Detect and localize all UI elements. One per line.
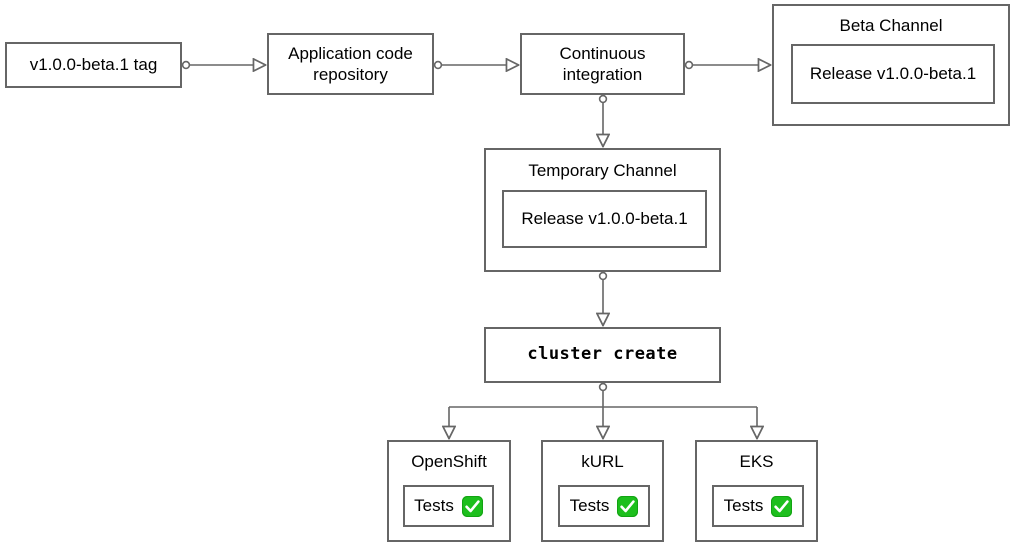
openshift-tests-box[interactable]: Tests [403,485,494,527]
group-kurl[interactable]: kURL Tests [541,440,664,542]
group-openshift-title: OpenShift [411,452,487,471]
kurl-tests-label: Tests [569,496,610,515]
group-kurl-title: kURL [581,452,624,471]
node-continuous-integration[interactable]: Continuous integration [520,33,685,95]
temporary-channel-release-label: Release v1.0.0-beta.1 [521,209,688,228]
beta-channel-release-box[interactable]: Release v1.0.0-beta.1 [791,44,995,104]
openshift-tests-label: Tests [414,496,454,515]
green-check-icon [771,495,793,517]
group-eks[interactable]: EKS Tests [695,440,818,542]
group-temporary-channel-title: Temporary Channel [528,161,677,180]
node-application-code-repository[interactable]: Application code repository [267,33,434,95]
connector-ci-to-temporary-channel [600,94,607,147]
group-eks-title: EKS [739,452,774,471]
node-cluster-create[interactable]: cluster create [484,327,721,383]
green-check-icon [461,495,483,517]
group-temporary-channel[interactable]: Temporary Channel Release v1.0.0-beta.1 [484,148,721,272]
node-application-code-repository-label: Application code repository [288,43,413,84]
beta-channel-release-label: Release v1.0.0-beta.1 [809,64,977,83]
connector-ci-to-beta-channel [684,62,771,69]
green-check-icon [617,495,639,517]
node-cluster-create-label: cluster create [527,344,678,365]
node-version-tag-label: v1.0.0-beta.1 tag [29,55,158,75]
eks-tests-label: Tests [723,496,764,515]
group-beta-channel[interactable]: Beta Channel Release v1.0.0-beta.1 [772,4,1010,126]
eks-tests-box[interactable]: Tests [712,485,804,527]
node-continuous-integration-label: Continuous integration [559,43,646,84]
connector-tag-to-repo [181,62,266,69]
kurl-tests-box[interactable]: Tests [558,485,650,527]
connector-repo-to-ci [433,62,519,69]
connector-temporary-channel-to-cluster-create [600,271,607,326]
group-openshift[interactable]: OpenShift Tests [387,440,511,542]
connector-cluster-create-to-targets [449,382,757,439]
group-beta-channel-title: Beta Channel [839,16,943,35]
node-version-tag[interactable]: v1.0.0-beta.1 tag [5,42,182,88]
temporary-channel-release-box[interactable]: Release v1.0.0-beta.1 [502,190,707,248]
